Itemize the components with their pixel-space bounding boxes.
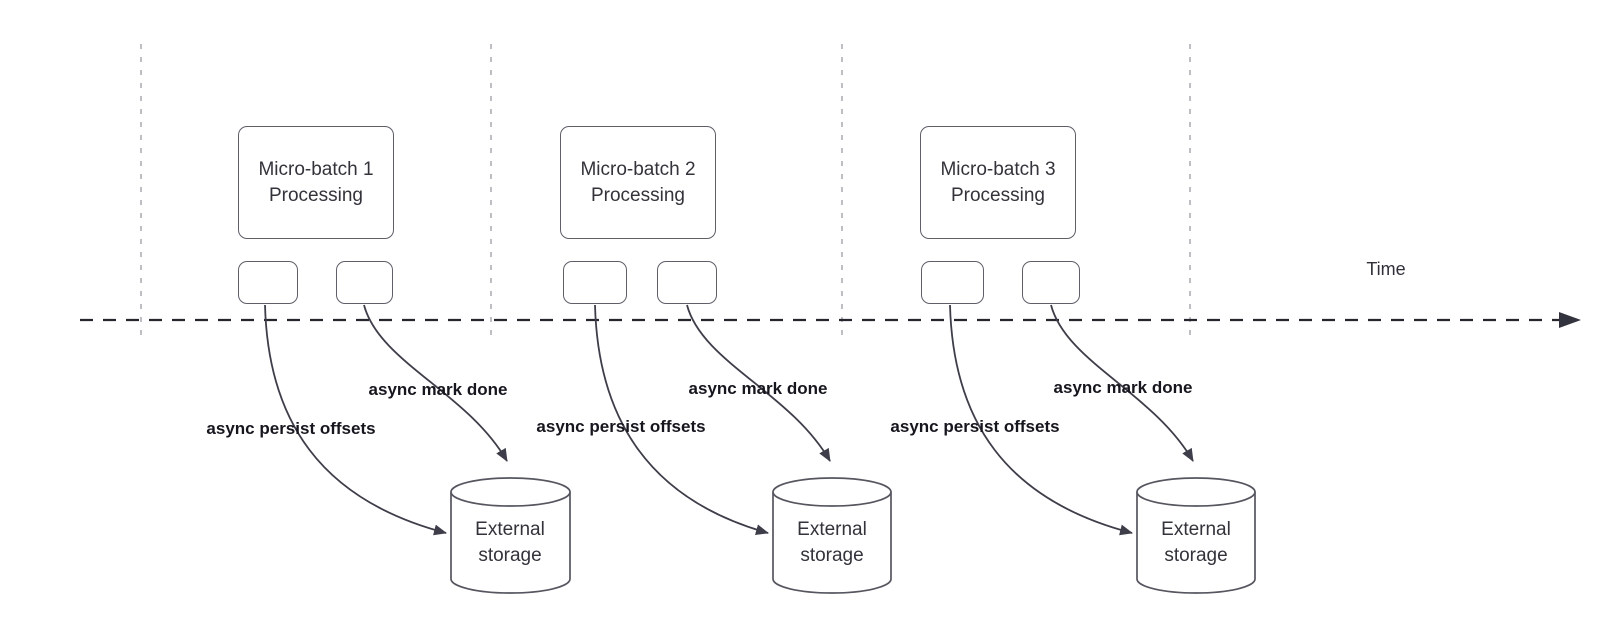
external-storage-cylinder-3 xyxy=(1136,477,1256,594)
mark-done-arrow-2 xyxy=(686,304,831,462)
persist-offsets-label-2: async persist offsets xyxy=(536,417,706,436)
micro-batch-3-box: Micro-batch 3 Processing xyxy=(920,126,1076,239)
micro-batch-1-label: Micro-batch 1 Processing xyxy=(258,158,374,206)
mark-done-label-2: async mark done xyxy=(688,379,828,398)
time-axis-label: Time xyxy=(1366,259,1406,279)
micro-batch-3-label: Micro-batch 3 Processing xyxy=(940,158,1056,206)
storage-cylinders xyxy=(450,477,1256,594)
offset-commit-box-2b xyxy=(657,261,717,304)
mark-done-label-1: async mark done xyxy=(368,380,508,399)
persist-offsets-label-3: async persist offsets xyxy=(890,417,1060,436)
micro-batch-2-box: Micro-batch 2 Processing xyxy=(560,126,716,239)
persist-offsets-arrow-1 xyxy=(264,304,447,536)
lane-divider-lines xyxy=(140,44,1191,338)
external-storage-cylinder-1 xyxy=(450,477,571,594)
micro-batch-1-box: Micro-batch 1 Processing xyxy=(238,126,394,239)
external-storage-cylinder-2 xyxy=(772,477,892,594)
mark-done-arrow-3 xyxy=(1050,304,1194,462)
external-storage-label-3: External storage xyxy=(1161,519,1231,566)
persist-offsets-arrow-2 xyxy=(594,304,769,536)
offset-commit-box-3b xyxy=(1022,261,1080,304)
offset-commit-box-1a xyxy=(238,261,298,304)
offset-commit-box-2a xyxy=(563,261,627,304)
offset-commit-box-1b xyxy=(336,261,393,304)
mark-done-label-3: async mark done xyxy=(1053,378,1193,397)
external-storage-label-2: External storage xyxy=(797,519,867,566)
micro-batch-2-label: Micro-batch 2 Processing xyxy=(580,158,696,206)
persist-offsets-arrow-3 xyxy=(949,304,1133,536)
persist-offsets-label-1: async persist offsets xyxy=(206,419,376,438)
mark-done-arrow-1 xyxy=(363,304,508,462)
external-storage-label-1: External storage xyxy=(475,519,545,566)
offset-commit-box-3a xyxy=(921,261,984,304)
